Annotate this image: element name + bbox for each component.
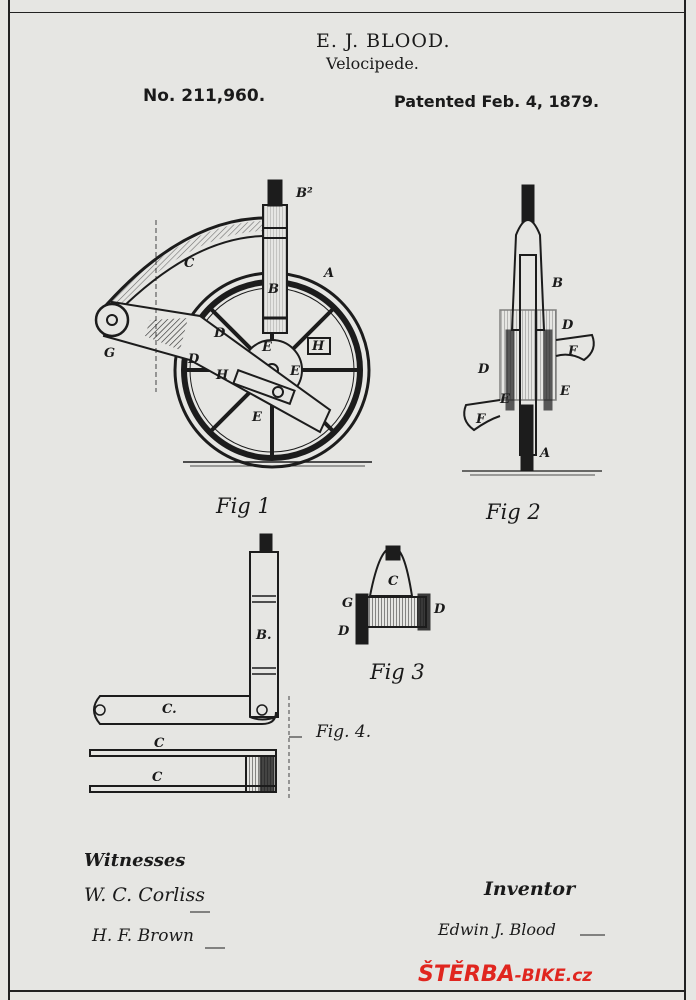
sheet-border-top (8, 12, 686, 13)
site-watermark: ŠTĚRBA-BIKE.cz (418, 962, 592, 987)
fig1-label-b: B (268, 282, 279, 297)
watermark-suffix: -BIKE.cz (514, 966, 593, 986)
fig3-label-d-right: D (434, 602, 446, 617)
fig4-label-c-middle: C (154, 736, 165, 751)
fig4-label-c-top: C. (162, 702, 177, 717)
fig1-label-e-bottom: E (252, 410, 262, 425)
patent-number: No. 211,960. (143, 86, 266, 106)
witness-2-signature: H. F. Brown (92, 926, 194, 946)
fig2-label-f-left: F (476, 412, 486, 427)
fig1-label-b2: B² (296, 186, 313, 201)
figure-2-drawing (462, 184, 602, 476)
figure-4-drawing (89, 533, 302, 800)
fig1-label-e-hub: E (262, 340, 272, 355)
fig1-label-g: G (104, 346, 116, 361)
sheet-border-left (8, 0, 10, 1000)
fig2-label-a: A (540, 446, 551, 461)
fig1-caption: Fig 1 (216, 494, 271, 518)
fig1-label-a: A (324, 266, 335, 281)
fig1-label-e-right: E (290, 364, 300, 379)
patent-inventor-name: E. J. BLOOD. (316, 30, 451, 52)
fig1-label-h-right: H (312, 339, 325, 354)
inventor-signature: Edwin J. Blood (438, 920, 556, 939)
fig1-label-h-left: H (216, 368, 229, 383)
fig1-label-c: C (184, 256, 195, 271)
figure-3-drawing (355, 545, 431, 645)
fig2-label-e-left: E (500, 392, 510, 407)
witnesses-heading: Witnesses (84, 850, 186, 871)
figure-1-drawing (94, 179, 372, 469)
patent-title: Velocipede. (326, 54, 419, 73)
fig1-label-d-upper: D (214, 326, 226, 341)
patent-date: Patented Feb. 4, 1879. (394, 92, 600, 111)
fig4-label-c-bottom: C (152, 770, 163, 785)
fig2-label-b: B (552, 276, 563, 291)
witness-1-signature: W. C. Corliss (84, 884, 205, 906)
fig3-label-g: G (342, 596, 354, 611)
watermark-brand: ŠTĚRBA (418, 962, 515, 987)
fig4-label-b: B. (256, 628, 272, 643)
fig2-label-e-right: E (560, 384, 570, 399)
fig2-label-d-left: D (478, 362, 490, 377)
sheet-border-right (684, 0, 686, 1000)
inventor-heading: Inventor (484, 878, 576, 900)
fig1-label-d-lower: D (188, 352, 200, 367)
signature-lines (190, 911, 605, 949)
fig3-label-c: C (388, 574, 399, 589)
fig2-label-f-right: F (568, 344, 578, 359)
fig4-caption: Fig. 4. (316, 722, 372, 742)
fig2-label-d-right: D (562, 318, 574, 333)
fig3-label-d-left: D (338, 624, 350, 639)
fig3-caption: Fig 3 (370, 660, 425, 684)
fig2-caption: Fig 2 (486, 500, 541, 524)
sheet-border-bottom (8, 990, 686, 992)
